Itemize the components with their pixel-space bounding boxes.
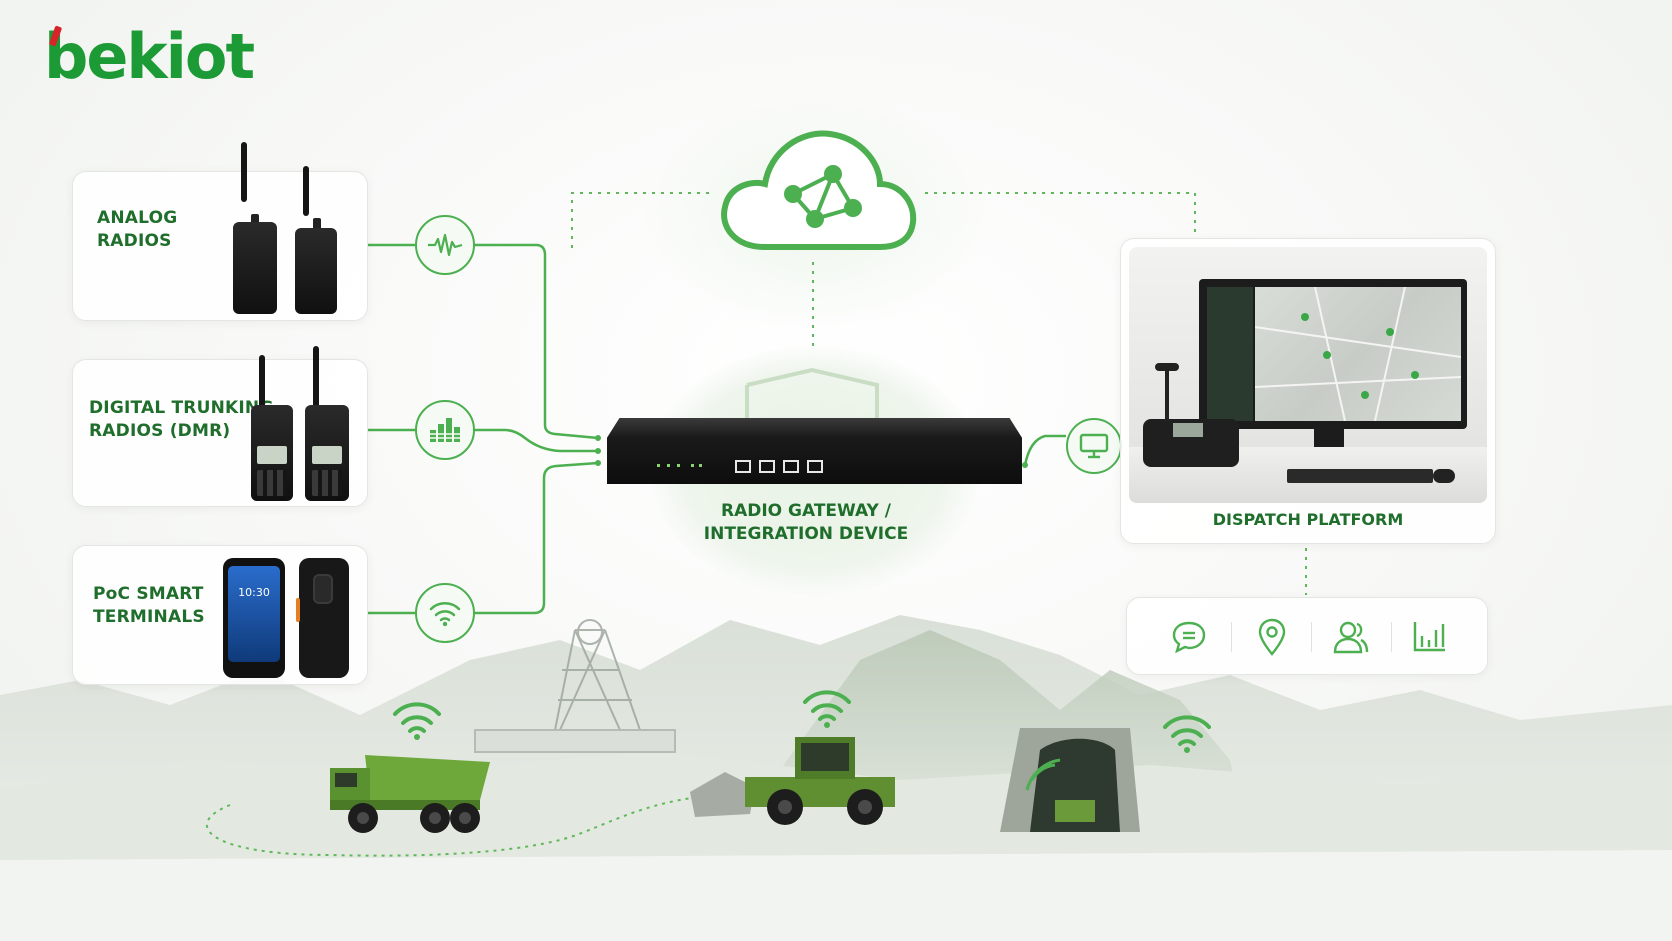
- dump-truck: [330, 755, 490, 833]
- hub-monitor: [1066, 418, 1122, 474]
- phone-time: 10:30: [238, 586, 270, 599]
- shield-icon: [745, 367, 879, 425]
- wheel-loader: [690, 737, 895, 825]
- source-label: PoC SMART TERMINALS: [93, 584, 205, 627]
- dispatch-tools-card: [1126, 597, 1488, 675]
- source-card-dmr: DIGITAL TRUNKING RADIOS (DMR): [72, 346, 368, 507]
- keyboard: [1287, 469, 1433, 483]
- source-card-analog: ANALOG RADIOS: [72, 142, 368, 321]
- source-card-poc: PoC SMART TERMINALS 10:30: [72, 545, 368, 685]
- logo-text: bekiot: [44, 20, 255, 93]
- waveform-icon: [428, 233, 463, 257]
- hub-wifi: [415, 583, 475, 643]
- wifi-icon: [803, 690, 851, 728]
- hub-waveform: [415, 215, 475, 275]
- radio-gateway-device: [607, 418, 1022, 484]
- monitor-icon: [1079, 433, 1109, 459]
- wifi-icon: [1163, 715, 1211, 753]
- mouse: [1433, 469, 1455, 483]
- gateway-label: RADIO GATEWAY / INTEGRATION DEVICE: [703, 501, 909, 544]
- mine-tunnel: [1000, 728, 1140, 832]
- source-label: DIGITAL TRUNKING RADIOS (DMR): [89, 398, 274, 441]
- location-pin-icon[interactable]: [1257, 618, 1287, 656]
- hub-equalizer: [415, 400, 475, 460]
- equalizer-icon: [428, 418, 462, 442]
- mining-landscape: [0, 615, 1672, 941]
- dispatch-map: [1255, 287, 1461, 421]
- users-icon[interactable]: [1333, 620, 1369, 654]
- chat-icon[interactable]: [1171, 620, 1207, 654]
- dispatch-label: DISPATCH PLATFORM: [1212, 510, 1404, 529]
- phone-screen: [228, 566, 280, 662]
- dispatch-photo: [1129, 247, 1487, 503]
- cloud-network-icon: [721, 130, 917, 250]
- dispatch-platform-card: [1120, 238, 1496, 544]
- source-label: ANALOG RADIOS: [97, 208, 178, 251]
- wifi-icon: [429, 602, 461, 627]
- brand-logo: bekiot: [44, 20, 255, 93]
- bar-chart-icon[interactable]: [1413, 620, 1447, 652]
- wifi-icon: [393, 702, 441, 740]
- headframe-tower: [474, 619, 676, 753]
